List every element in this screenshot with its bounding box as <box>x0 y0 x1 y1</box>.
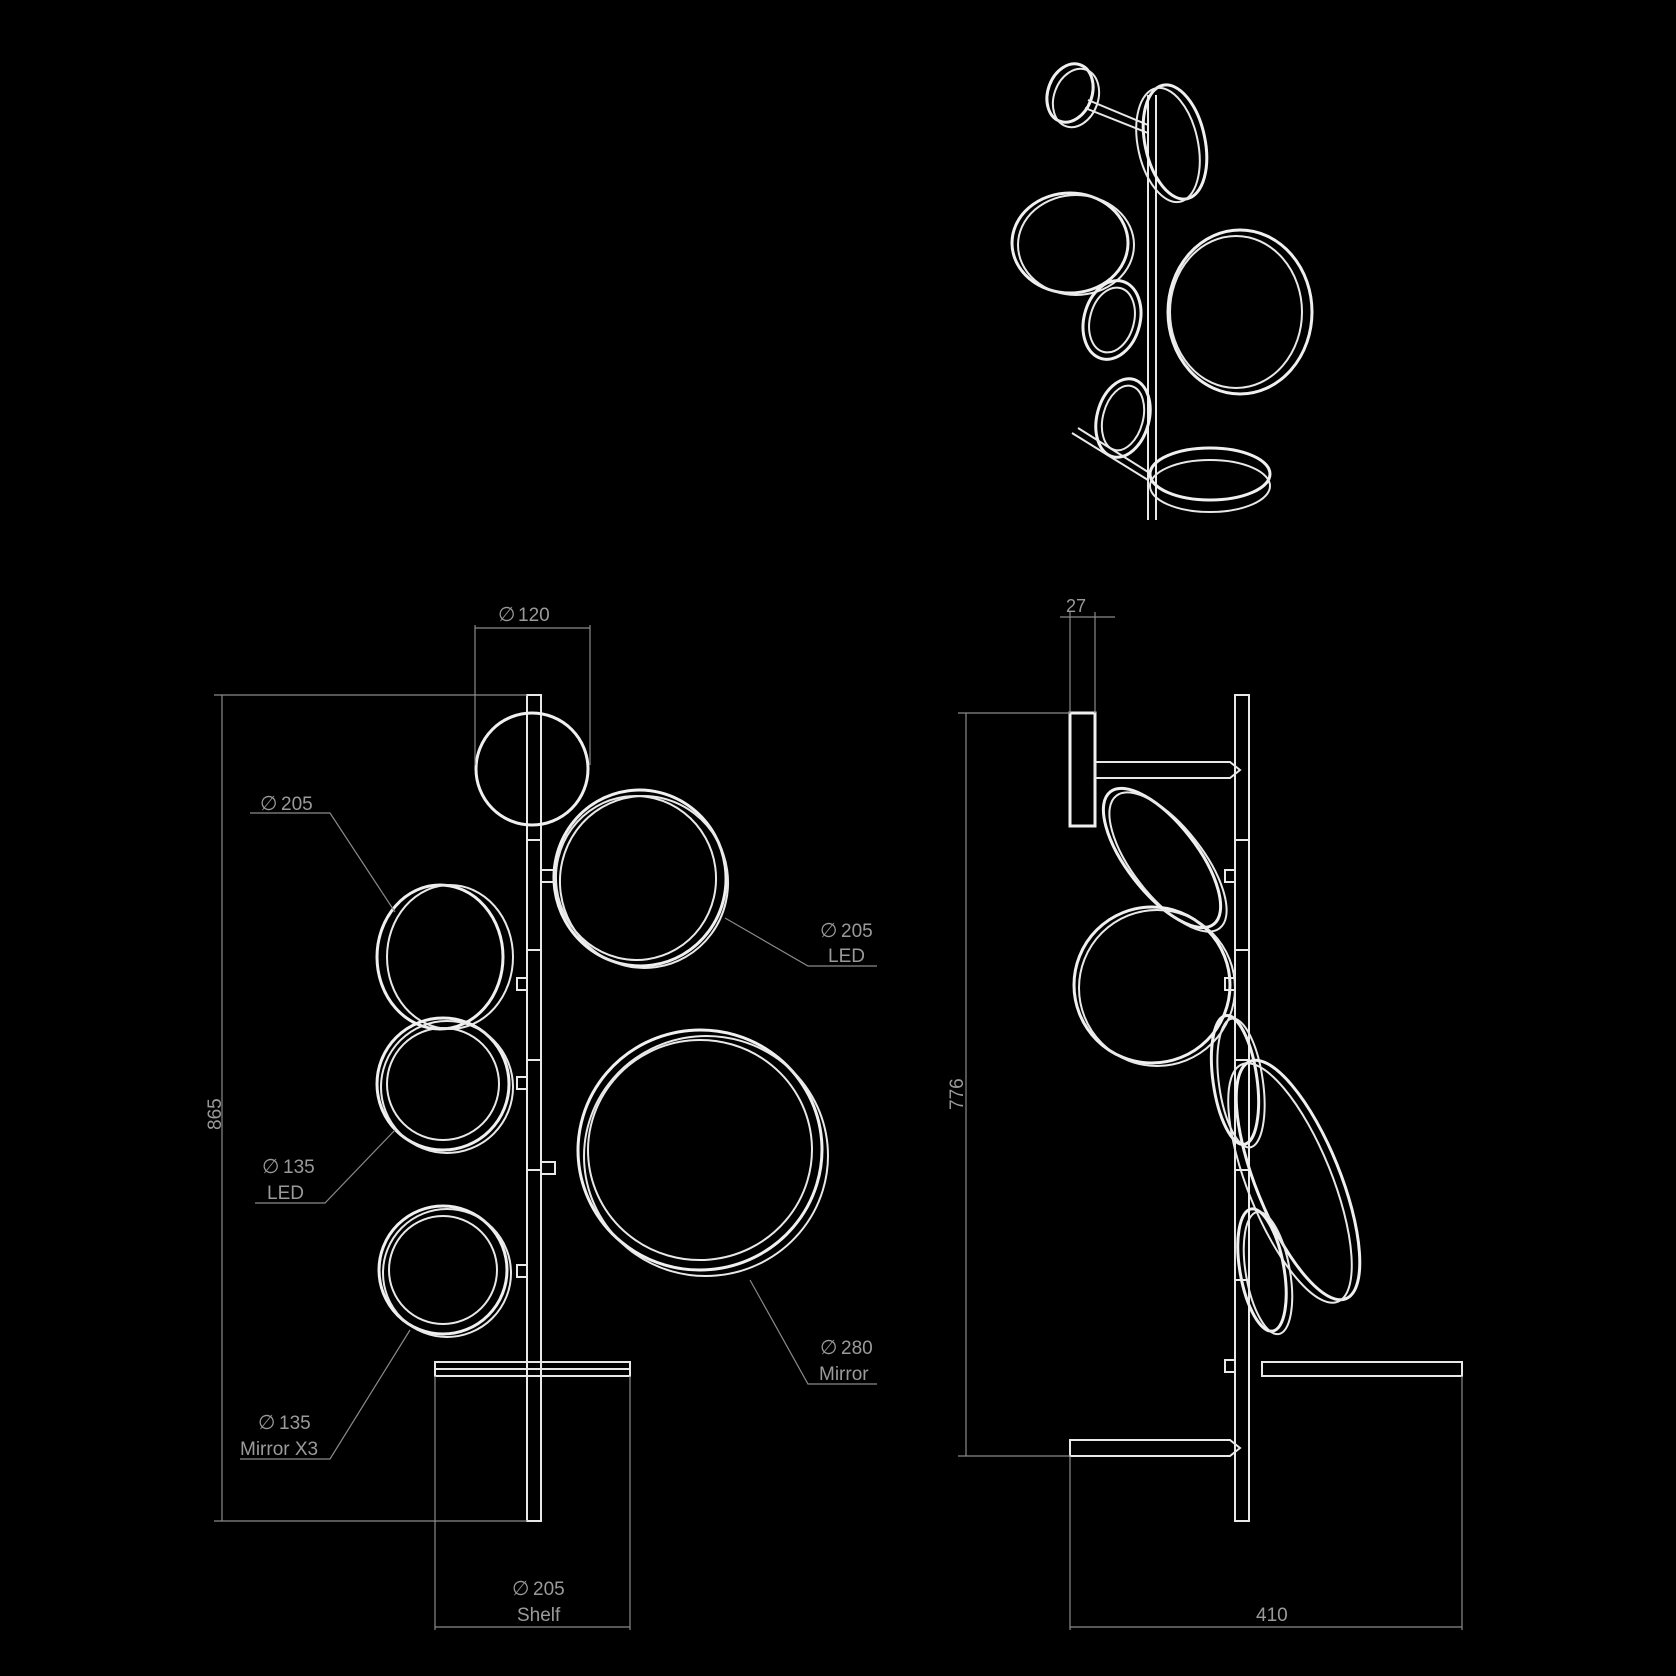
diameter-symbol: ∅ <box>512 1576 529 1600</box>
diameter-symbol: ∅ <box>820 1335 837 1359</box>
callout-value: 205 <box>841 921 873 942</box>
front-height-dimension: 865 <box>205 1098 226 1130</box>
front-view <box>214 625 877 1630</box>
diameter-symbol: ∅ <box>498 602 515 626</box>
callout-label: Mirror <box>819 1364 869 1385</box>
side-width-dimension: 410 <box>1256 1605 1288 1626</box>
diameter-symbol: ∅ <box>262 1154 279 1178</box>
callout-label: Mirror X3 <box>240 1439 318 1460</box>
side-height-dimension: 776 <box>947 1078 968 1110</box>
callout-value: 280 <box>841 1338 873 1359</box>
callout-label: LED <box>267 1183 304 1204</box>
isometric-view <box>1010 62 1314 520</box>
callout-value: 135 <box>279 1413 311 1434</box>
diameter-symbol: ∅ <box>260 791 277 815</box>
callout-value: 205 <box>533 1579 565 1600</box>
callout-label: LED <box>828 946 865 967</box>
callout-label: Shelf <box>517 1605 561 1626</box>
diameter-symbol: ∅ <box>820 918 837 942</box>
callout-value: 135 <box>283 1157 315 1178</box>
top-width-dimension: 120 <box>518 605 550 626</box>
side-view <box>958 612 1463 1630</box>
side-depth-dimension: 27 <box>1066 596 1086 616</box>
callout-value: 205 <box>281 794 313 815</box>
diameter-symbol: ∅ <box>258 1410 275 1434</box>
